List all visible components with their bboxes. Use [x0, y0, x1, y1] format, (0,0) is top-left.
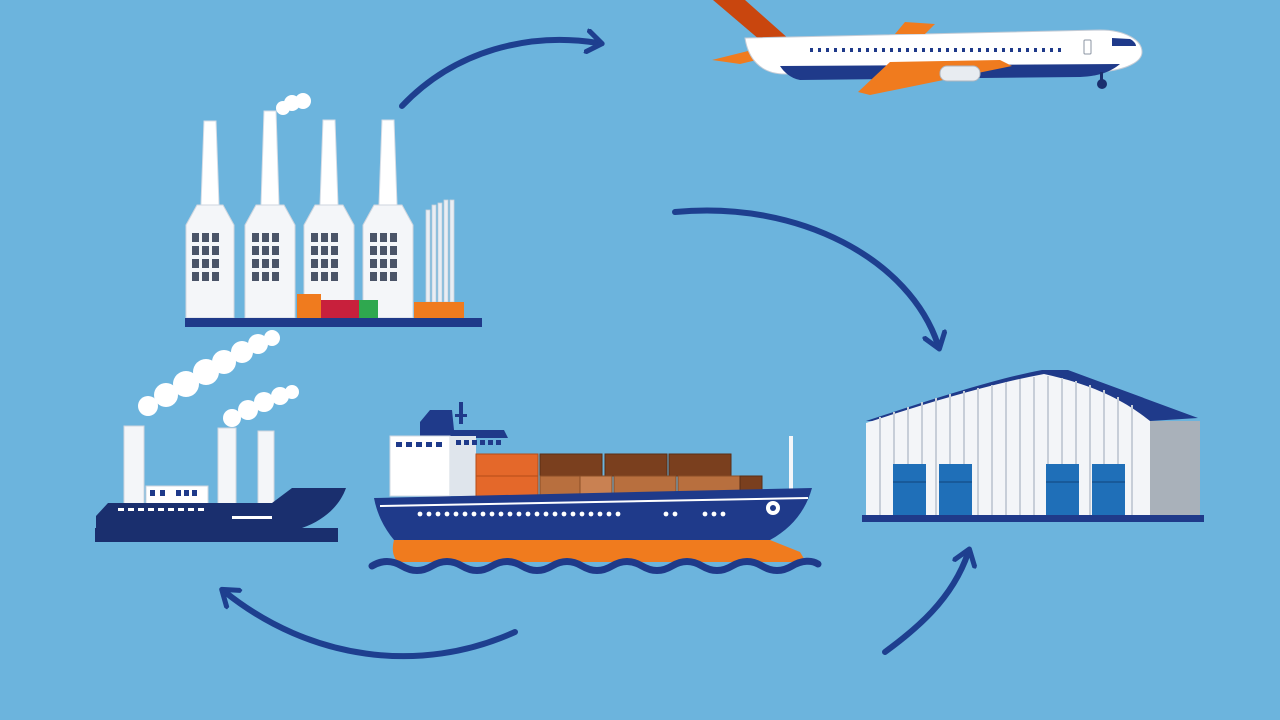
flow-arrows — [225, 40, 968, 660]
cargo-ship-icon — [368, 402, 822, 574]
arrow-airplane-to-warehouse — [672, 207, 938, 345]
arrow-factory-to-airplane — [399, 40, 598, 109]
arrow-cargo-ship-to-warehouse — [882, 553, 968, 655]
cruise-ship-icon — [95, 330, 346, 542]
airplane-icon — [712, 0, 1143, 95]
warehouse-icon — [862, 370, 1204, 522]
arrow-cargo-ship-to-cruise-ship — [225, 592, 518, 660]
factory-icon — [185, 93, 482, 327]
